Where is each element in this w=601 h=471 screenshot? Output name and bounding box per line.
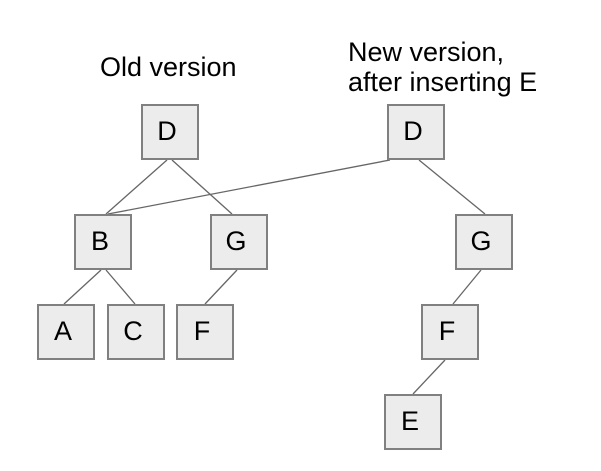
node-label-old-a: A: [53, 315, 72, 346]
node-old-c: C: [107, 304, 165, 360]
edge-new-g-to-new-f: [452, 269, 482, 305]
node-label-new-f: F: [438, 315, 456, 346]
node-old-b: B: [74, 214, 132, 270]
node-label-old-d: D: [157, 115, 177, 146]
edge-old-d-to-old-g: [171, 159, 233, 215]
node-label-old-f: F: [193, 315, 211, 346]
node-new-e: E: [384, 394, 442, 450]
node-new-f: F: [421, 304, 479, 360]
edge-new-d-to-new-g: [418, 159, 486, 215]
old-version-title: Old version: [100, 52, 237, 82]
edge-new-d-to-old-b: [107, 159, 391, 215]
node-label-new-d: D: [403, 115, 423, 146]
node-label-old-c: C: [123, 315, 143, 346]
node-old-a: A: [37, 304, 95, 360]
edge-old-d-to-old-b: [105, 159, 168, 215]
new-version-title: New version, after inserting E: [348, 37, 538, 97]
node-new-d: D: [387, 104, 445, 160]
node-label-old-b: B: [90, 225, 109, 256]
edge-old-g-to-old-f: [204, 269, 238, 305]
node-label-new-e: E: [400, 405, 419, 436]
node-label-old-g: G: [225, 225, 247, 256]
node-new-g: G: [455, 214, 513, 270]
node-old-g: G: [210, 214, 268, 270]
node-old-f: F: [176, 304, 234, 360]
edge-old-b-to-old-a: [63, 269, 102, 305]
node-old-d: D: [141, 104, 199, 160]
edge-new-f-to-new-e: [412, 359, 446, 395]
edge-old-b-to-old-c: [105, 269, 136, 305]
node-label-new-g: G: [470, 225, 492, 256]
